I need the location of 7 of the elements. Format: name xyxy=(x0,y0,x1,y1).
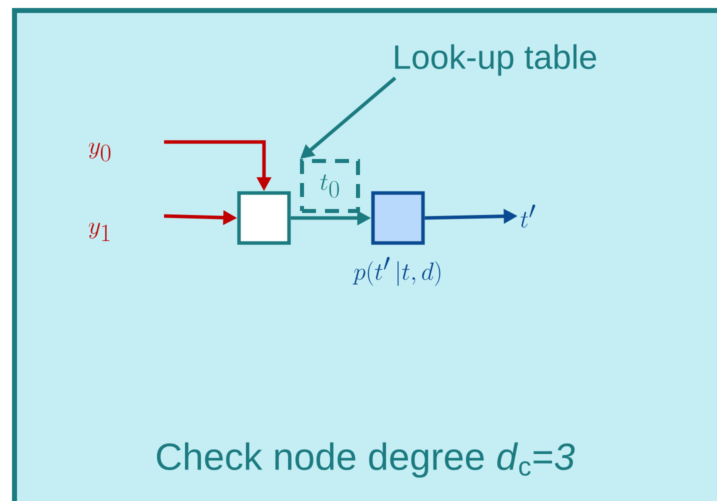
square-box xyxy=(237,191,291,245)
formula: $p(t' \,|t,d)$ xyxy=(352,256,440,286)
dashed-box: $t_0$ xyxy=(300,159,360,213)
math-label: $y_1$ xyxy=(88,222,110,242)
math-label: $y_0$ xyxy=(88,142,110,162)
callout-text: Look-up table xyxy=(395,44,596,76)
math-label: $t'$ xyxy=(520,204,536,228)
